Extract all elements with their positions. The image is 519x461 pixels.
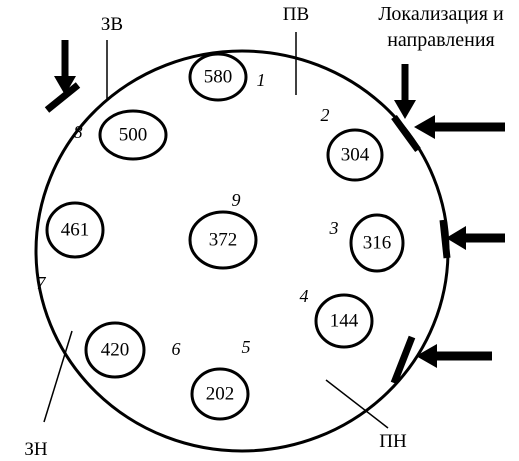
cell-index-4: 4 (300, 286, 309, 306)
cell-value: 316 (363, 233, 392, 254)
boundary-mark-bottom-right (390, 335, 416, 385)
cell-8: 500 (98, 109, 168, 161)
cell-index-5: 5 (242, 337, 251, 357)
cell-5: 202 (190, 367, 250, 421)
region-label-bottom-left: ЗН (24, 439, 48, 460)
cell-6: 420 (84, 321, 146, 379)
cell-value: 144 (330, 311, 359, 332)
divider-line-bottom-right (325, 379, 389, 429)
cell-value: 372 (209, 230, 238, 251)
cell-index-6: 6 (172, 339, 181, 359)
cell-value: 420 (101, 340, 130, 361)
cell-index-8: 8 (74, 122, 83, 142)
boundary-mark-right (439, 219, 451, 259)
caption-line-1: Локализация и (378, 3, 504, 25)
cell-2: 304 (326, 128, 384, 182)
cell-index-9: 9 (232, 190, 241, 210)
arrow-left-top-right (414, 115, 505, 139)
cell-index-3: 3 (329, 218, 339, 238)
cell-9: 372 (188, 210, 258, 270)
cell-value: 500 (119, 125, 148, 146)
cell-value: 202 (206, 384, 235, 405)
caption-line-2: направления (387, 29, 495, 51)
region-label-bottom-right: ПН (379, 431, 407, 452)
cell-index-2: 2 (321, 105, 330, 125)
cell-4: 144 (314, 293, 374, 349)
arrow-down-left (54, 40, 76, 95)
region-label-top-right: ПВ (283, 4, 309, 25)
cell-value: 461 (61, 220, 90, 241)
cell-1: 580 (188, 52, 248, 102)
arrow-down-right (394, 64, 416, 119)
cell-index-1: 1 (257, 70, 266, 90)
region-label-top-left: ЗВ (101, 14, 123, 35)
cell-7: 461 (45, 201, 105, 259)
cell-value: 304 (341, 145, 370, 166)
arrow-left-right (446, 226, 505, 250)
arrow-left-bottom-right (416, 344, 492, 368)
boundary-mark-top-left (44, 82, 81, 113)
cell-value: 580 (204, 67, 233, 88)
divider-line-bottom-left (43, 330, 73, 423)
boundary-mark-top-right (391, 114, 421, 153)
cell-index-7: 7 (37, 273, 47, 293)
cell-3: 316 (349, 213, 405, 273)
